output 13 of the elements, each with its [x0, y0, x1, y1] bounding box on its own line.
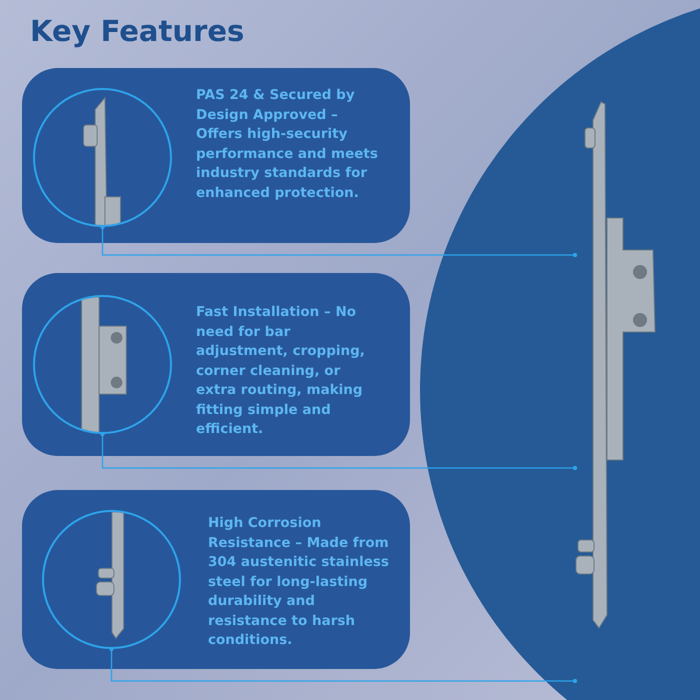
feature-card	[22, 273, 410, 456]
detail-picture	[33, 295, 172, 434]
feature-description: High Corrosion Resistance – Made from 304 austenitic stainless steel for long-lasting durability and resistance to harsh conditions.	[208, 514, 390, 650]
leader-line	[109, 646, 578, 684]
feature-card	[22, 68, 410, 243]
feature-card	[22, 490, 410, 669]
feature-description: PAS 24 & Secured by Design Approved – Offers high-security performance and meets industry standards for enhanced protection.	[196, 86, 379, 202]
leader-line	[100, 432, 578, 470]
detail-picture	[42, 510, 181, 649]
feature-description: Fast Installation – No need for bar adjustment, cropping, corner cleaning, or extra routing, making fitting simple and efficient.	[196, 303, 366, 439]
title: Key Features	[30, 14, 244, 48]
detail-picture	[33, 88, 172, 227]
leader-line	[100, 224, 578, 258]
